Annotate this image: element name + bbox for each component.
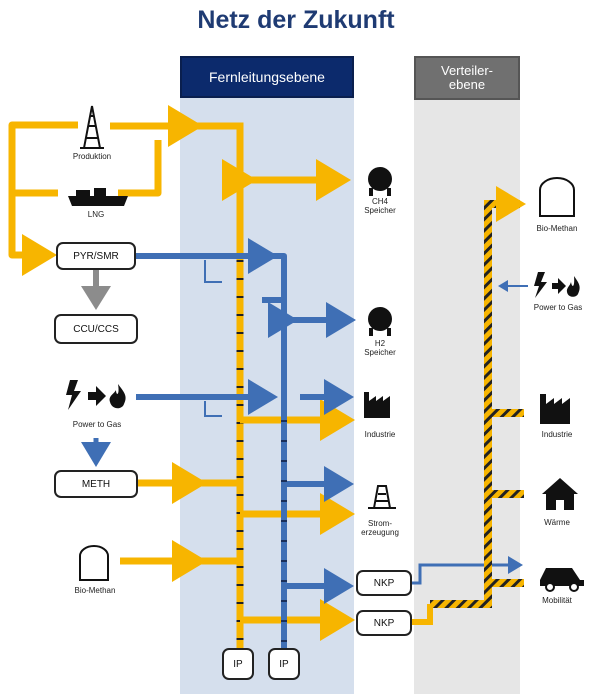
ship-icon [68, 188, 128, 206]
stromerzeugung-label: Strom- erzeugung [361, 519, 399, 538]
power-to-gas-right-icon [534, 272, 580, 298]
produktion-label: Produktion [72, 152, 112, 161]
ch4-speicher-label: CH4 Speicher [364, 197, 396, 216]
derrick-icon [80, 105, 104, 149]
h2-speicher-icon [368, 307, 392, 336]
ch4-trunk [196, 122, 244, 648]
nkp-blue-link [412, 563, 512, 585]
ip-box-2: IP [268, 648, 300, 680]
pyr-smr-box: PYR/SMR [56, 242, 136, 270]
nkp-box-2: NKP [356, 610, 412, 636]
ch4-speicher-icon [368, 167, 392, 196]
power-to-gas-icon [66, 380, 126, 410]
factory-icon [364, 392, 390, 418]
dist-power-to-gas-label: Power to Gas [533, 303, 583, 312]
industrie-label: Industrie [364, 430, 396, 439]
h2-speicher-label: H2 Speicher [364, 339, 396, 358]
h2-arrows [230, 238, 356, 604]
house-icon [542, 478, 578, 510]
factory-right-icon [540, 394, 570, 424]
lng-label: LNG [87, 210, 105, 219]
verteiler-branches [488, 409, 524, 587]
dist-industrie-label: Industrie [541, 430, 573, 439]
car-icon [540, 568, 584, 592]
nkp-box-1: NKP [356, 570, 412, 596]
dist-bio-methan-label: Bio-Methan [536, 224, 578, 233]
bio-methan-tank-right-icon [539, 177, 575, 217]
verteiler-header: Verteiler- ebene [414, 56, 520, 100]
ch4-branches [240, 399, 355, 641]
page-title: Netz der Zukunft [197, 6, 395, 34]
meth-box: METH [54, 470, 138, 498]
power-plant-icon [368, 485, 396, 509]
h2-hooks [204, 260, 222, 417]
fernleitung-header: Fernleitungsebene [180, 56, 354, 98]
nkp-yellow-link [412, 604, 433, 625]
bio-methan-label: Bio-Methan [74, 586, 116, 595]
bio-methan-tank-icon [79, 545, 109, 581]
dist-mobilitaet-label: Mobilität [542, 596, 572, 605]
dist-waerme-label: Wärme [544, 518, 570, 527]
power-to-gas-label: Power to Gas [72, 420, 122, 429]
ccu-ccs-box: CCU/CCS [54, 314, 138, 344]
ip-box-1: IP [222, 648, 254, 680]
